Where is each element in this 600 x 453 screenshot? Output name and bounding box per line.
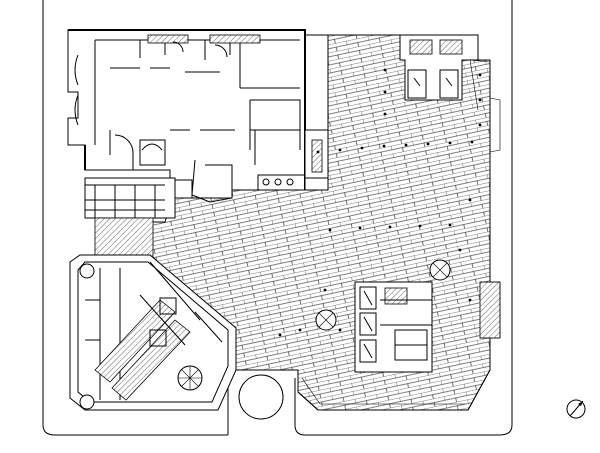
south-edge [297, 369, 491, 411]
south-east-core [354, 281, 433, 373]
north-arrow-icon [566, 399, 586, 419]
bollards [278, 68, 482, 337]
service-block [304, 129, 329, 191]
south-west-pavilion [69, 254, 237, 411]
main-building [67, 29, 306, 203]
north-east-core [399, 34, 491, 111]
round-planter [238, 374, 284, 420]
entry-terrace [84, 177, 176, 259]
plaza-columns [79, 259, 451, 410]
east-stairs [479, 97, 501, 339]
